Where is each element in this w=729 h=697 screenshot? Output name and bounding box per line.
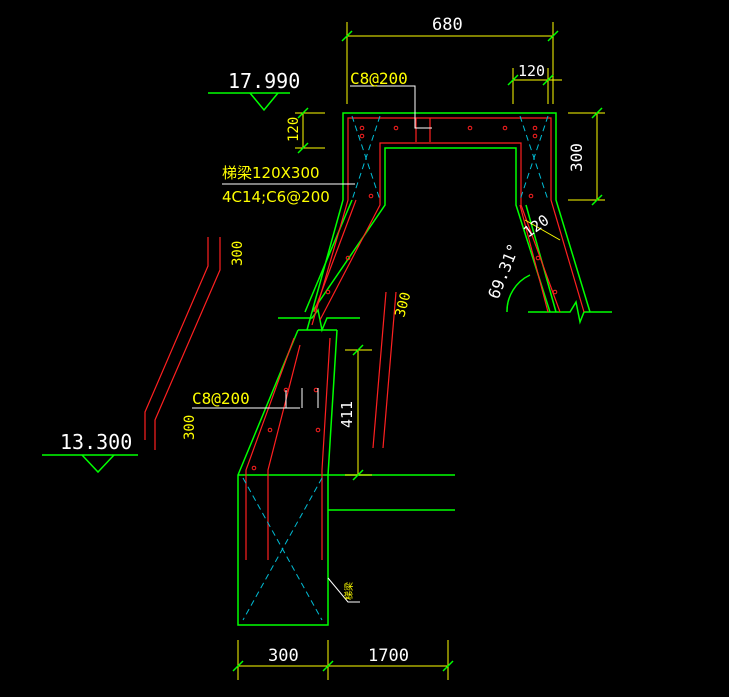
dim-top-span-text: 680 [432, 15, 463, 35]
dim-right-height-text: 300 [567, 143, 586, 172]
top-rebar-label: C8@200 [350, 69, 408, 88]
bottom-tag-label: 梯梁 [343, 582, 355, 600]
left-slab-line-2 [144, 237, 209, 440]
dim-top-right-text: 120 [518, 62, 545, 80]
mid-slab-line-1 [382, 291, 397, 449]
left-leg-inner-line [304, 199, 353, 313]
top-frame-outline [306, 112, 591, 331]
elevation-top-text: 17.990 [228, 69, 300, 93]
elevation-bottom-symbol [81, 454, 115, 474]
structure-outline [237, 112, 612, 626]
lower-slope-outline [237, 329, 329, 626]
text-labels: 680 120 C8@200 17.990 13.300 120 300 120… [60, 15, 586, 666]
centerlines [242, 115, 549, 621]
top-frame-inner-outline [311, 147, 551, 313]
dim-mid-slab-text: 300 [392, 290, 414, 319]
leader-lines [192, 85, 432, 603]
beam-rebar-label: 4C14;C6@200 [222, 188, 330, 206]
lower-rebar-mid [267, 344, 301, 560]
dimension-lines [237, 22, 605, 680]
dim-mid-height-text: 411 [338, 401, 356, 428]
lower-rebar-left [245, 337, 295, 560]
elevation-bottom-text: 13.300 [60, 430, 132, 454]
left-slab-line-1 [154, 237, 221, 450]
lower-rebar-right [321, 337, 331, 560]
dim-slab-upper-text: 300 [230, 241, 246, 266]
lower-slope-inner-outline [327, 329, 338, 476]
dim-slab-lower-text: 300 [182, 415, 198, 440]
rebar-lines [144, 117, 585, 560]
dim-left-depth-text: 120 [286, 117, 302, 142]
dim-bottom-extension-text: 1700 [368, 646, 409, 666]
angle-arc [506, 274, 531, 313]
break-symbol-right [528, 299, 612, 325]
top-rebar-leader [350, 85, 432, 129]
elevation-top-symbol [249, 92, 279, 112]
beam-name-label: 梯梁120X300 [222, 164, 320, 182]
mid-slab-line-2 [372, 291, 387, 449]
left-leg-rebar [313, 199, 357, 313]
bottom-tag-leader [327, 577, 360, 603]
rebar-dots [251, 125, 558, 471]
top-rebar-inner [319, 142, 561, 321]
dim-bottom-width-text: 300 [268, 646, 299, 666]
mid-rebar-label: C8@200 [192, 389, 250, 408]
right-leg-rebar [519, 204, 549, 313]
dimension-ticks [232, 30, 603, 672]
top-rebar-outer [311, 117, 585, 326]
elevation-markers [42, 92, 290, 474]
